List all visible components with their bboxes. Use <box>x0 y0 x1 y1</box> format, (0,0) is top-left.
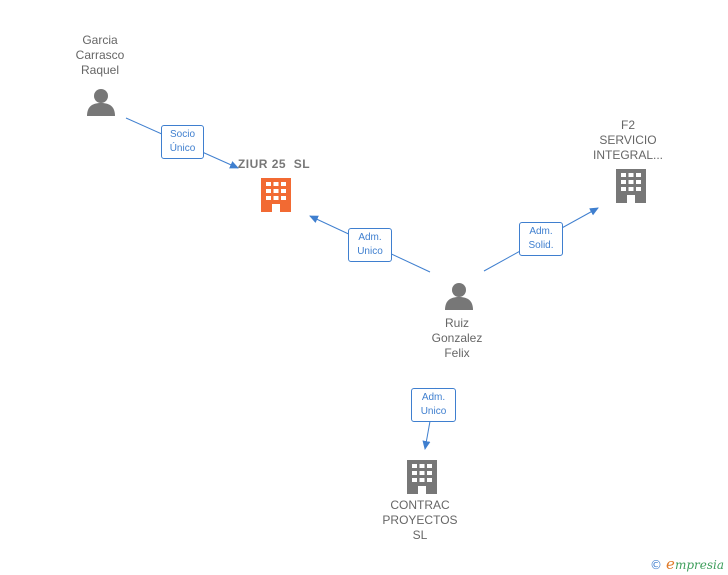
edge-label-line: Adm. <box>529 226 553 237</box>
node-label-line: Ruiz <box>444 316 469 330</box>
copyright-icon: © <box>650 558 663 572</box>
node-label-f2[interactable]: F2 SERVICIO INTEGRAL... <box>585 118 671 163</box>
node-label-line: INTEGRAL... <box>592 148 663 162</box>
node-label-line: SL <box>412 528 428 542</box>
node-label-line: PROYECTOS <box>382 513 458 527</box>
building-icon[interactable] <box>407 460 437 494</box>
node-label-line: ZIUR 25 SL <box>237 157 311 171</box>
node-label-line: CONTRAC <box>390 498 450 512</box>
node-label-line: Gonzalez <box>431 331 483 345</box>
node-label-line: Carrasco <box>75 48 125 62</box>
person-icon[interactable] <box>87 89 115 116</box>
edge-label-line: Socio <box>169 129 195 140</box>
edge-label-line: Solid. <box>528 240 554 251</box>
edge-label-line: Adm. <box>358 232 382 243</box>
node-label-contrac[interactable]: CONTRAC PROYECTOS SL <box>377 498 463 543</box>
building-icon[interactable] <box>616 169 646 203</box>
brand-name: mpresia <box>674 558 724 572</box>
node-label-line: Felix <box>444 346 470 360</box>
edge-label-line: Unico <box>420 406 447 417</box>
edge-label-line: Adm. <box>421 392 446 403</box>
brand-initial: e <box>666 555 675 573</box>
node-label-line: F2 <box>620 118 635 132</box>
edge-label-ruiz-ziur[interactable]: Adm. Unico <box>348 228 392 262</box>
person-icon[interactable] <box>445 283 473 310</box>
edge-label-garcia-ziur[interactable]: Socio Único <box>161 125 204 159</box>
node-label-ziur[interactable]: ZIUR 25 SL <box>222 157 326 172</box>
node-label-line: Garcia <box>82 33 118 47</box>
building-icon[interactable] <box>261 178 291 212</box>
node-label-line: Raquel <box>80 63 120 77</box>
edge-label-ruiz-contrac[interactable]: Adm. Unico <box>411 388 456 422</box>
node-label-line: SERVICIO <box>599 133 657 147</box>
edge-label-ruiz-f2[interactable]: Adm. Solid. <box>519 222 563 256</box>
edge-label-line: Único <box>169 143 196 154</box>
node-label-ruiz[interactable]: Ruiz Gonzalez Felix <box>417 316 497 361</box>
brand-watermark[interactable]: ©empresia <box>650 555 724 573</box>
node-label-garcia[interactable]: Garcia Carrasco Raquel <box>60 33 140 78</box>
edge-label-line: Unico <box>357 246 383 257</box>
